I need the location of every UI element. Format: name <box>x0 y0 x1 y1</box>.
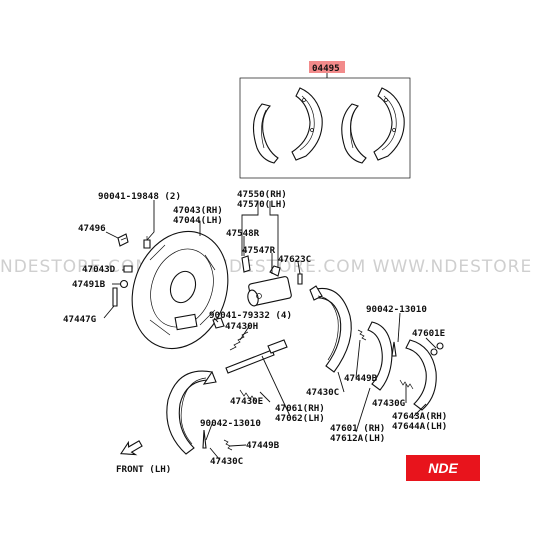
label-47430h[interactable]: 47430H <box>225 321 258 332</box>
label-47062[interactable]: 47062(LH) <box>275 413 325 424</box>
brake-shoe-right-2 <box>373 87 405 161</box>
label-47643a[interactable]: 47643A(RH) <box>392 411 447 422</box>
label-47430c-right[interactable]: 47430C <box>306 387 339 398</box>
kit-label[interactable]: 04495 <box>312 63 340 74</box>
label-47043d[interactable]: 47043D <box>82 264 116 275</box>
label-47449b-lower[interactable]: 47449B <box>246 440 280 451</box>
label-47430g[interactable]: 47430G <box>372 398 406 409</box>
front-direction-arrow: FRONT (LH) <box>116 440 171 475</box>
bleeder-47623c <box>297 273 303 285</box>
spring-47449b-lower <box>223 439 233 451</box>
parking-brake-strut <box>225 339 288 374</box>
bolt-47043d <box>123 265 133 273</box>
label-90042-13010-lower[interactable]: 90042-13010 <box>200 418 261 429</box>
label-90041-19848[interactable]: 90041-19848 (2) <box>98 191 181 202</box>
front-label: FRONT (LH) <box>116 464 171 475</box>
spring-47430e <box>239 389 257 403</box>
label-47043[interactable]: 47043(RH) <box>173 205 223 216</box>
brake-shoe-left-2 <box>341 103 367 164</box>
brake-shoe-right-main <box>309 285 352 373</box>
brand-badge-text: NDE <box>428 460 458 476</box>
pin-90042-13010-lower <box>202 429 207 449</box>
label-47548r[interactable]: 47548R <box>226 228 260 239</box>
parking-lever-47643a <box>405 339 438 411</box>
label-90041-79332[interactable]: 90041-79332 (4) <box>209 310 292 321</box>
watermark-text: NDESTORE.COM WWW.NDESTORE.COM WWW.NDESTO… <box>0 257 533 277</box>
bleeder-47496 <box>117 233 129 247</box>
kit-frame <box>239 77 411 179</box>
label-47447g[interactable]: 47447G <box>63 314 97 325</box>
clip-47601e <box>436 342 444 350</box>
nut-90041-79332 <box>212 317 225 329</box>
label-47570[interactable]: 47570(LH) <box>237 199 287 210</box>
brake-shoe-left-1 <box>252 103 279 164</box>
pin-90042-13010-right <box>391 341 397 357</box>
label-47449b-right[interactable]: 47449B <box>344 373 378 384</box>
part-labels: 90041-19848 (2) 47043(RH) 47044(LH) 4755… <box>63 189 447 467</box>
wheel-cylinder <box>247 265 292 307</box>
shoe-kit-box: 04495 <box>239 61 411 179</box>
plug-47491b <box>119 279 129 289</box>
label-47601e[interactable]: 47601E <box>412 328 445 339</box>
leader-lines <box>103 200 437 461</box>
brake-shoe-right-1 <box>291 87 323 161</box>
label-47547r[interactable]: 47547R <box>242 245 276 256</box>
label-47044[interactable]: 47044(LH) <box>173 215 223 226</box>
adjuster-47601 <box>367 321 393 391</box>
spring-47449b-right <box>357 329 367 341</box>
label-47496[interactable]: 47496 <box>78 223 106 234</box>
label-47623c[interactable]: 47623C <box>278 254 311 265</box>
boot-47548r <box>241 255 251 273</box>
label-47061[interactable]: 47061(RH) <box>275 403 325 414</box>
label-47550[interactable]: 47550(RH) <box>237 189 287 200</box>
stud-47447g <box>112 287 118 307</box>
label-47601[interactable]: 47601 (RH) <box>330 423 385 434</box>
label-47491b[interactable]: 47491B <box>72 279 106 290</box>
label-47612a[interactable]: 47612A(LH) <box>330 433 385 444</box>
backing-plate <box>131 230 229 350</box>
brake-shoe-lower <box>166 370 217 455</box>
label-47644a[interactable]: 47644A(LH) <box>392 421 447 432</box>
label-90042-13010-right[interactable]: 90042-13010 <box>366 304 427 315</box>
label-47430e[interactable]: 47430E <box>230 396 263 407</box>
label-47430c-lower[interactable]: 47430C <box>210 456 243 467</box>
brand-badge: NDE <box>406 455 480 481</box>
kit-label-highlight <box>309 61 345 73</box>
spring-47430h <box>229 331 249 351</box>
spring-47430g <box>399 379 414 390</box>
